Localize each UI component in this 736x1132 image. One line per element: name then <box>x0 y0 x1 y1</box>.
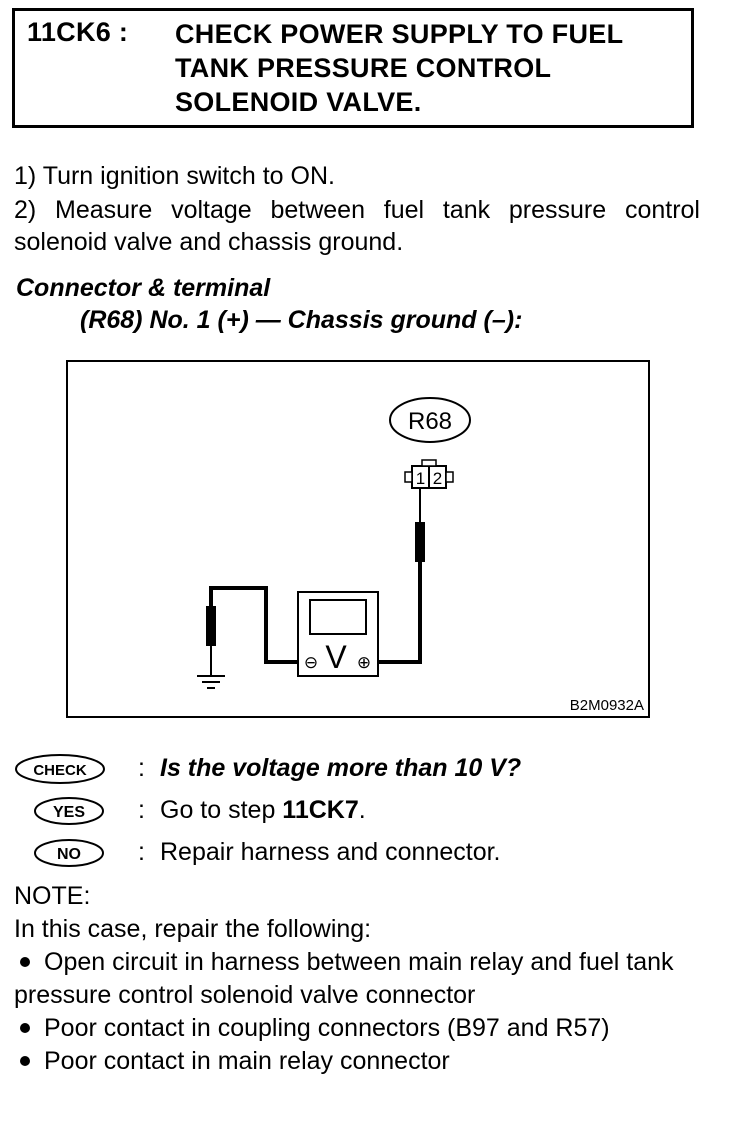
figure-code: B2M0932A <box>570 697 644 714</box>
wiring-diagram: R68 1 2 V ⊖ ⊕ B2M0932A <box>66 360 650 718</box>
pin-1-label: 1 <box>416 469 425 488</box>
note-item: Poor contact in coupling connectors (B97… <box>14 1012 702 1045</box>
connector-heading: Connector & terminal <box>16 274 271 302</box>
connector-spec: (R68) No. 1 (+) — Chassis ground (–): <box>80 306 523 334</box>
pin-2-label: 2 <box>433 469 442 488</box>
probe-positive <box>415 522 425 562</box>
plus-terminal: ⊕ <box>357 653 371 673</box>
connector-label: R68 <box>408 408 452 435</box>
probe-negative <box>206 606 216 646</box>
note-label: NOTE: <box>14 882 91 910</box>
note-intro: In this case, repair the following: <box>14 915 372 943</box>
wiring-diagram-svg: R68 1 2 V ⊖ ⊕ B2M0932A <box>197 397 644 714</box>
voltmeter-display <box>309 599 367 635</box>
yes-answer-suffix: . <box>358 796 366 824</box>
check-separator: : <box>138 754 145 782</box>
bullet-icon <box>20 1055 30 1066</box>
step-header: 11CK6 : CHECK POWER SUPPLY TO FUEL TANK … <box>12 8 694 128</box>
check-badge-icon: CHECK <box>15 754 105 784</box>
no-badge-icon: NO <box>34 839 104 867</box>
check-question: Is the voltage more than 10 V? <box>160 754 522 782</box>
note-section: NOTE: In this case, repair the following… <box>14 880 702 1078</box>
no-separator: : <box>138 838 145 866</box>
note-item: Open circuit in harness between main rel… <box>14 948 674 1009</box>
bullet-icon <box>20 956 30 967</box>
svg-text:CHECK: CHECK <box>33 762 87 779</box>
step-id: 11CK6 : <box>27 17 129 47</box>
ground-icon <box>197 675 225 689</box>
svg-text:NO: NO <box>57 846 81 863</box>
bullet-icon <box>20 1022 30 1033</box>
yes-badge-icon: YES <box>34 797 104 825</box>
no-answer: Repair harness and connector. <box>160 838 501 866</box>
connector-label-ellipse <box>389 397 471 443</box>
instruction-step-2: 2) Measure voltage between fuel tank pre… <box>14 196 700 256</box>
yes-answer-prefix: Go to step <box>160 796 283 824</box>
lead-negative <box>209 586 298 664</box>
instruction-step-1: 1) Turn ignition switch to ON. <box>14 162 335 190</box>
note-item: Poor contact in main relay connector <box>14 1045 702 1078</box>
yes-separator: : <box>138 796 145 824</box>
minus-terminal: ⊖ <box>304 653 318 673</box>
lead-positive <box>379 562 422 664</box>
voltmeter-symbol: V <box>325 639 347 675</box>
step-title: CHECK POWER SUPPLY TO FUEL TANK PRESSURE… <box>175 19 623 117</box>
connector-latch <box>421 459 437 467</box>
svg-text:YES: YES <box>53 804 85 821</box>
yes-answer: Go to step 11CK7. <box>160 796 366 825</box>
yes-answer-step: 11CK7 <box>282 796 359 824</box>
